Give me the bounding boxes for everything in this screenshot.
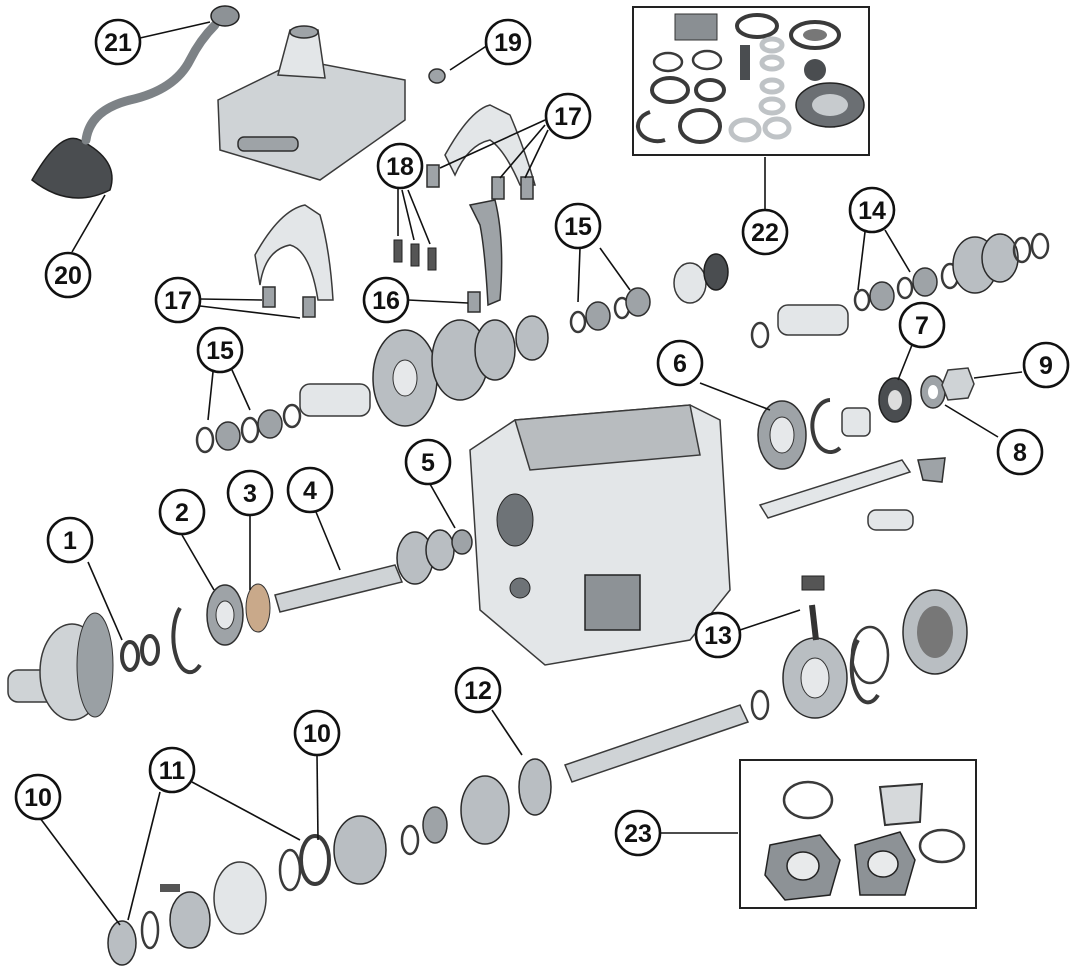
svg-text:4: 4 <box>303 477 317 505</box>
svg-text:9: 9 <box>1039 352 1053 380</box>
svg-text:15: 15 <box>206 337 234 365</box>
svg-text:3: 3 <box>243 480 257 508</box>
svg-text:10: 10 <box>24 784 52 812</box>
svg-text:23: 23 <box>624 820 652 848</box>
svg-text:6: 6 <box>673 350 687 378</box>
callout-5: 5 <box>404 438 452 486</box>
svg-text:20: 20 <box>54 262 82 290</box>
svg-text:17: 17 <box>554 103 582 131</box>
callout-21: 21 <box>94 18 142 66</box>
shift-forks <box>254 104 536 318</box>
callout-19: 19 <box>484 18 532 66</box>
svg-text:16: 16 <box>372 287 400 315</box>
callout-16: 16 <box>362 276 410 324</box>
callout-11: 11 <box>148 746 196 794</box>
cluster-gear-assembly <box>195 253 729 454</box>
callout-13: 13 <box>694 611 742 659</box>
leader-lines <box>39 21 1023 926</box>
transmission-case <box>469 404 731 666</box>
svg-text:1: 1 <box>63 527 77 555</box>
callout-8: 8 <box>996 428 1044 476</box>
svg-text:13: 13 <box>704 622 732 650</box>
mainshaft-group <box>107 575 968 966</box>
svg-text:12: 12 <box>464 677 492 705</box>
callout-15-left: 15 <box>196 326 244 374</box>
callout-2: 2 <box>158 488 206 536</box>
svg-text:11: 11 <box>159 757 186 785</box>
svg-text:5: 5 <box>421 449 435 477</box>
rebuild-kit-box <box>632 6 870 156</box>
callout-23: 23 <box>614 809 662 857</box>
gasket-kit-box <box>739 759 977 909</box>
svg-text:15: 15 <box>564 213 592 241</box>
callout-15-right: 15 <box>554 202 602 250</box>
callout-10-left: 10 <box>14 773 62 821</box>
svg-text:21: 21 <box>104 29 132 57</box>
callout-17-right: 17 <box>544 92 592 140</box>
callout-6: 6 <box>656 339 704 387</box>
callout-10-right: 10 <box>293 709 341 757</box>
reverse-idler-assembly <box>750 232 1050 349</box>
callout-22: 22 <box>741 208 789 256</box>
callout-7: 7 <box>898 301 946 349</box>
callout-18: 18 <box>376 142 424 190</box>
svg-text:10: 10 <box>303 720 331 748</box>
svg-text:18: 18 <box>386 153 414 181</box>
svg-text:19: 19 <box>494 29 522 57</box>
callout-9: 9 <box>1022 341 1070 389</box>
svg-text:14: 14 <box>858 197 886 225</box>
countershaft-and-idler-shaft <box>758 457 946 531</box>
callout-20: 20 <box>44 251 92 299</box>
callout-17-left: 17 <box>154 276 202 324</box>
input-shaft-group <box>7 529 473 721</box>
callout-3: 3 <box>226 469 274 517</box>
svg-text:17: 17 <box>164 287 192 315</box>
callout-12: 12 <box>454 666 502 714</box>
callout-4: 4 <box>286 466 334 514</box>
svg-text:7: 7 <box>915 312 929 340</box>
callout-1: 1 <box>46 516 94 564</box>
shift-lever-assembly <box>31 5 446 199</box>
svg-text:22: 22 <box>751 219 779 247</box>
rear-bearing-group <box>757 367 975 470</box>
callout-14: 14 <box>848 186 896 234</box>
svg-text:8: 8 <box>1013 439 1027 467</box>
svg-text:2: 2 <box>175 499 189 527</box>
